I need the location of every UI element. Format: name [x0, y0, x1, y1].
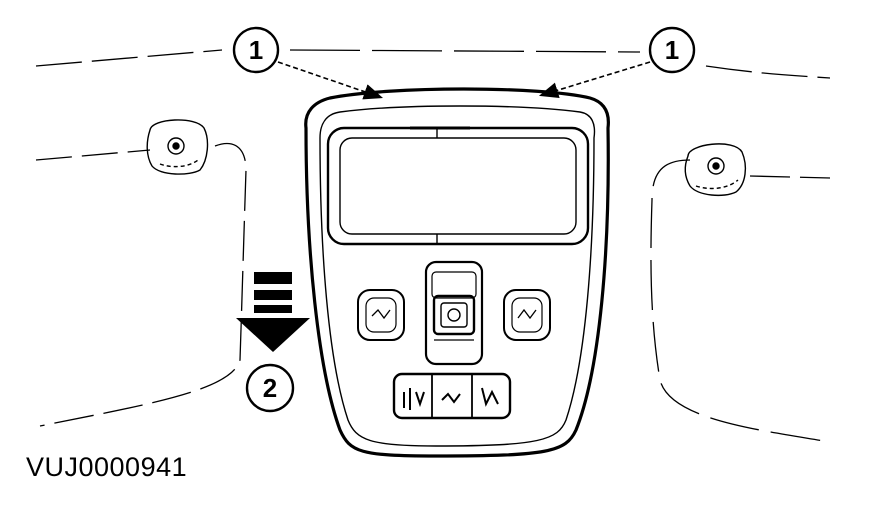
console-inner-rim — [319, 105, 596, 447]
right-lamp-switch — [503, 289, 551, 341]
reference-code: VUJ0000941 — [26, 452, 188, 482]
callout-1-left-label: 1 — [249, 35, 263, 65]
left-visor-clip — [146, 119, 209, 175]
map-lamp-lens-inner — [339, 137, 577, 235]
overhead-console — [304, 87, 610, 458]
headliner-outline — [35, 49, 831, 443]
right-visor-clip — [684, 143, 747, 197]
down-arrow-icon — [236, 318, 310, 352]
callout-2-label: 2 — [263, 373, 277, 403]
callout-1-left: 1 — [232, 26, 384, 100]
right-clip-screw-icon — [707, 157, 725, 175]
callout-1-right: 1 — [538, 26, 696, 98]
callout-1-left-leader — [277, 61, 384, 100]
center-switch-icon — [447, 308, 461, 322]
callout-1-right-label: 1 — [665, 35, 679, 65]
map-lamp-lens-outer — [326, 126, 590, 246]
bottom-button-cluster — [392, 372, 512, 420]
pull-down-arrow — [236, 272, 310, 352]
center-switch-housing — [424, 260, 484, 366]
console-outer-shell — [304, 87, 610, 458]
left-clip-screw-icon — [167, 137, 185, 155]
callout-1-right-leader — [538, 61, 651, 98]
left-lamp-switch — [357, 289, 405, 341]
callout-2: 2 — [245, 363, 295, 413]
